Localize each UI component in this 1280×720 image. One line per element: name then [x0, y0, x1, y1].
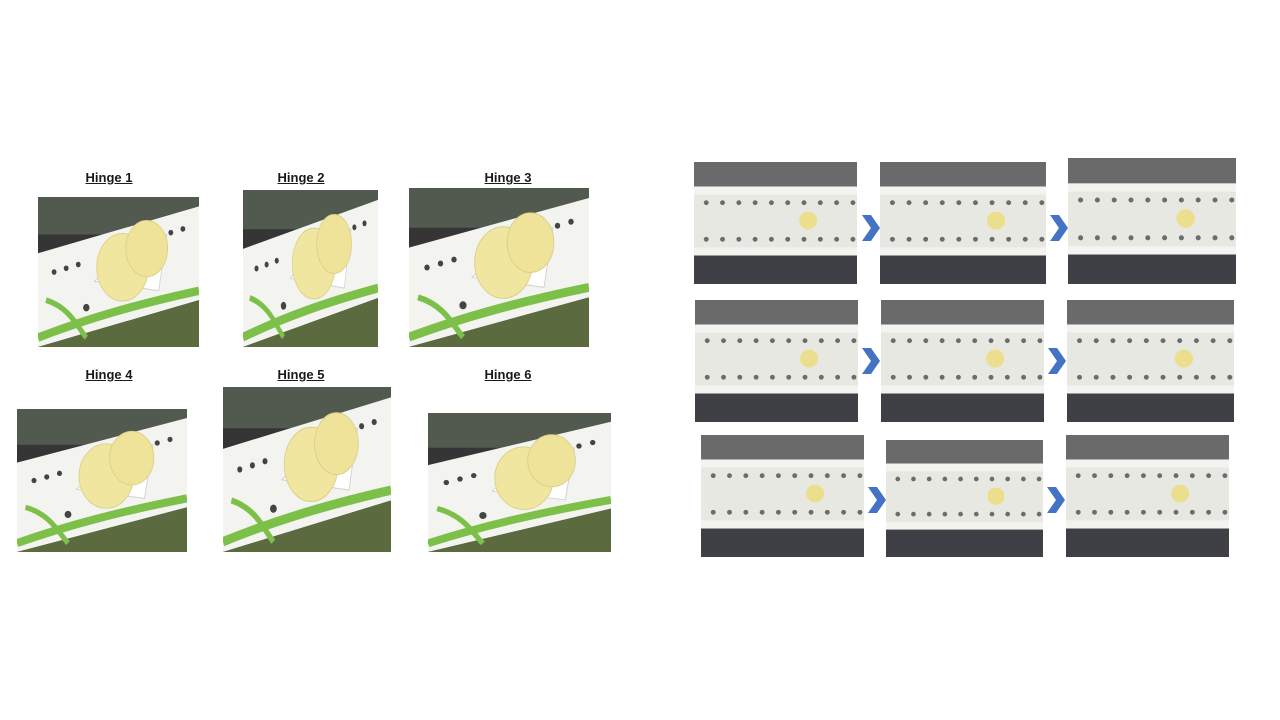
rib-photo-row1-col3	[1068, 158, 1236, 284]
chevron-right-icon	[860, 348, 880, 374]
rib-photo-row3-col2	[886, 440, 1043, 557]
hinge-3-photo	[409, 188, 589, 347]
hinge-4-photo	[17, 409, 187, 552]
hinge-2-photo	[243, 190, 378, 347]
rib-photo-row3-col1	[701, 435, 864, 557]
rib-photo-row2-col3	[1067, 300, 1234, 422]
chevron-right-icon	[1046, 348, 1066, 374]
hinge-2-caption: Hinge 2	[277, 170, 325, 185]
rib-photo-row2-col1	[695, 300, 858, 422]
hinge-1-caption: Hinge 1	[85, 170, 133, 185]
rib-photo-row1-col2	[880, 162, 1046, 284]
hinge-6-photo	[428, 413, 611, 552]
rib-photo-row1-col1	[694, 162, 857, 284]
hinge-5-caption: Hinge 5	[277, 367, 325, 382]
hinge-5-photo	[223, 387, 391, 552]
chevron-right-icon	[1045, 487, 1065, 513]
rib-photo-row2-col2	[881, 300, 1044, 422]
hinge-6-caption: Hinge 6	[484, 367, 532, 382]
chevron-right-icon	[866, 487, 886, 513]
chevron-right-icon	[1048, 215, 1068, 241]
chevron-right-icon	[860, 215, 880, 241]
hinge-1-photo	[38, 197, 199, 347]
hinge-4-caption: Hinge 4	[85, 367, 133, 382]
hinge-3-caption: Hinge 3	[484, 170, 532, 185]
rib-photo-row3-col3	[1066, 435, 1229, 557]
